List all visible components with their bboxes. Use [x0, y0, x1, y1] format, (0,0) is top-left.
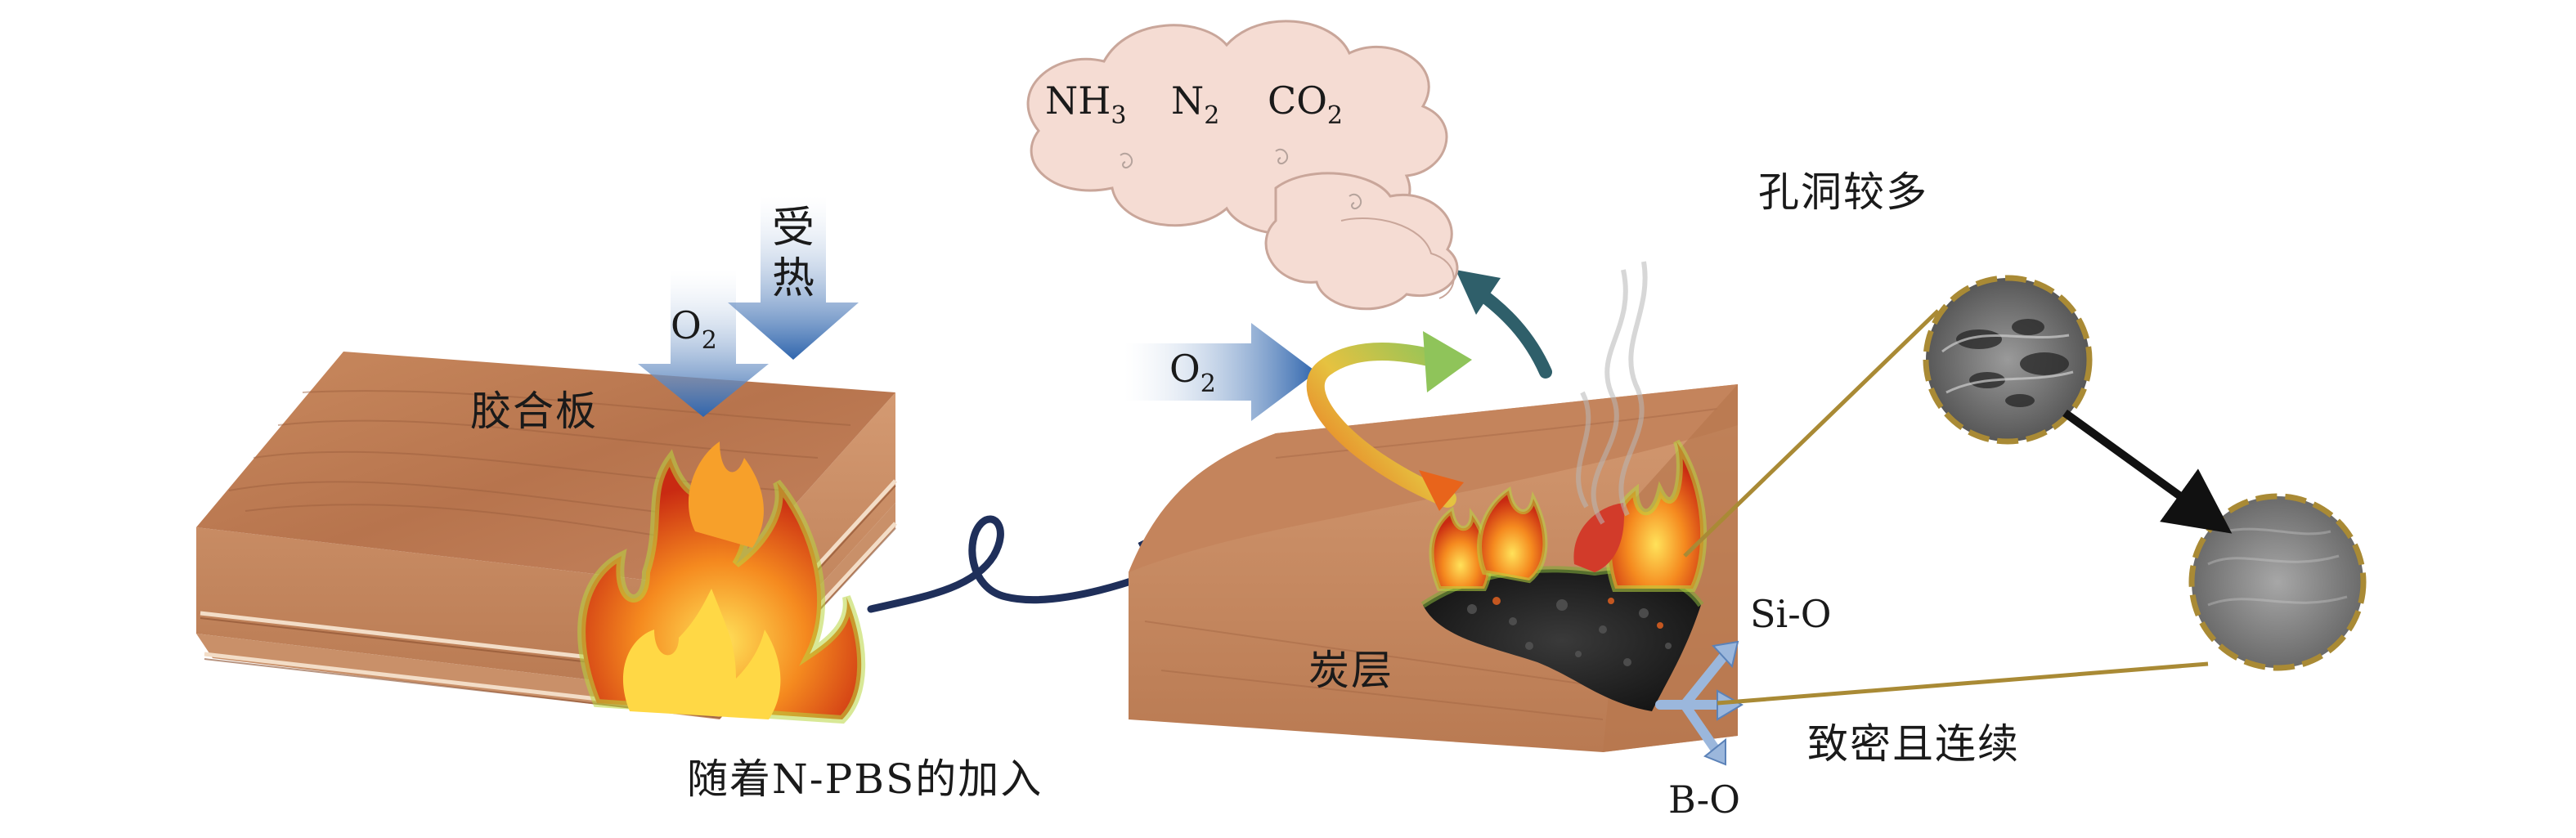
- si-o-label: Si-O: [1750, 592, 1832, 636]
- flame-icon-left: [577, 441, 866, 724]
- structure-change-arrow: [2062, 409, 2233, 534]
- oxygen-label-left: O2: [671, 303, 717, 355]
- connector-lines: [1683, 309, 2209, 706]
- transition-arrow: [867, 515, 1194, 613]
- porous-label: 孔洞较多: [1758, 168, 1928, 216]
- bond-arrows: [1655, 640, 1744, 766]
- b-o-label: B-O: [1668, 778, 1740, 822]
- gas-release-arrow: [1456, 270, 1552, 379]
- gas-label-nh3: NH3: [1045, 78, 1127, 130]
- flame-icon-middle: [1429, 439, 1708, 592]
- combustion-curve-arrow: [1306, 331, 1472, 511]
- sem-dense-image: [2188, 493, 2367, 671]
- oxygen-right-arrow: [1124, 323, 1317, 421]
- heat-label-char-1: 受: [771, 204, 815, 253]
- heat-label: 受 热: [769, 203, 818, 304]
- sem-porous-image: [1923, 275, 2093, 445]
- char-layer-label: 炭层: [1308, 647, 1393, 694]
- oxygen-label-middle: O2: [1169, 347, 1216, 398]
- dense-label: 致密且连续: [1807, 720, 2020, 768]
- heat-down-arrow: [728, 196, 859, 360]
- gas-cloud: [1026, 20, 1459, 311]
- caption-label: 随着N-PBS的加入: [687, 755, 1043, 803]
- gas-label-co2: CO2: [1268, 78, 1344, 130]
- smoke-wisps: [1576, 261, 1648, 525]
- gas-label-n2: N2: [1171, 78, 1220, 130]
- heat-label-char-2: 热: [771, 254, 815, 303]
- plywood-label: 胶合板: [470, 388, 598, 435]
